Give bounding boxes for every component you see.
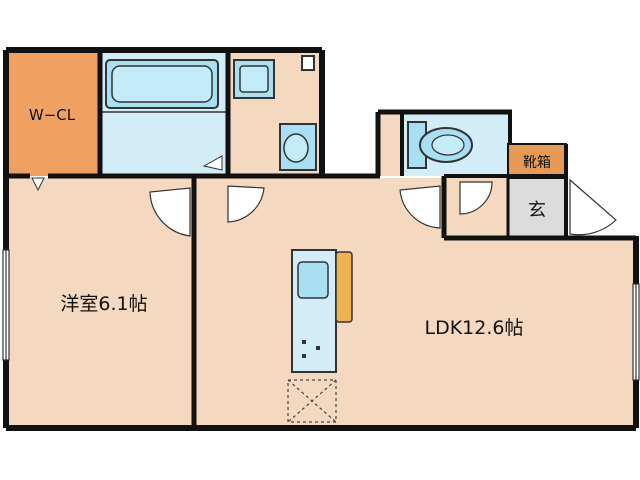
ldk-floor-east [444, 238, 634, 426]
toilet-icon [407, 121, 473, 169]
washbasin-icon [279, 123, 317, 171]
windows [2, 249, 640, 381]
stove-burners-icon [302, 340, 320, 358]
western-room-label: 洋室6.1帖 [60, 293, 147, 315]
kitchen-backsplash [335, 251, 353, 323]
ldk-label: LDK12.6帖 [425, 317, 524, 339]
sink-icon [233, 59, 275, 99]
wcl-label: W−CL [29, 106, 76, 124]
shoe-box-label: 靴箱 [523, 155, 551, 171]
bathtub-icon [105, 59, 219, 109]
fridge-space-icon [287, 379, 337, 423]
marker-triangle [202, 155, 223, 171]
kitchen-sink-icon [297, 261, 329, 299]
genkan-floor [508, 178, 566, 238]
door-swings [149, 178, 617, 237]
utility-pipe [301, 55, 315, 71]
closet-door-marker [31, 177, 45, 192]
kitchen-counter [291, 249, 353, 373]
genkan-label: 玄 [528, 200, 546, 221]
walls [3, 47, 639, 431]
wcl-floor [8, 52, 100, 176]
toilet-side-floor [380, 114, 402, 176]
